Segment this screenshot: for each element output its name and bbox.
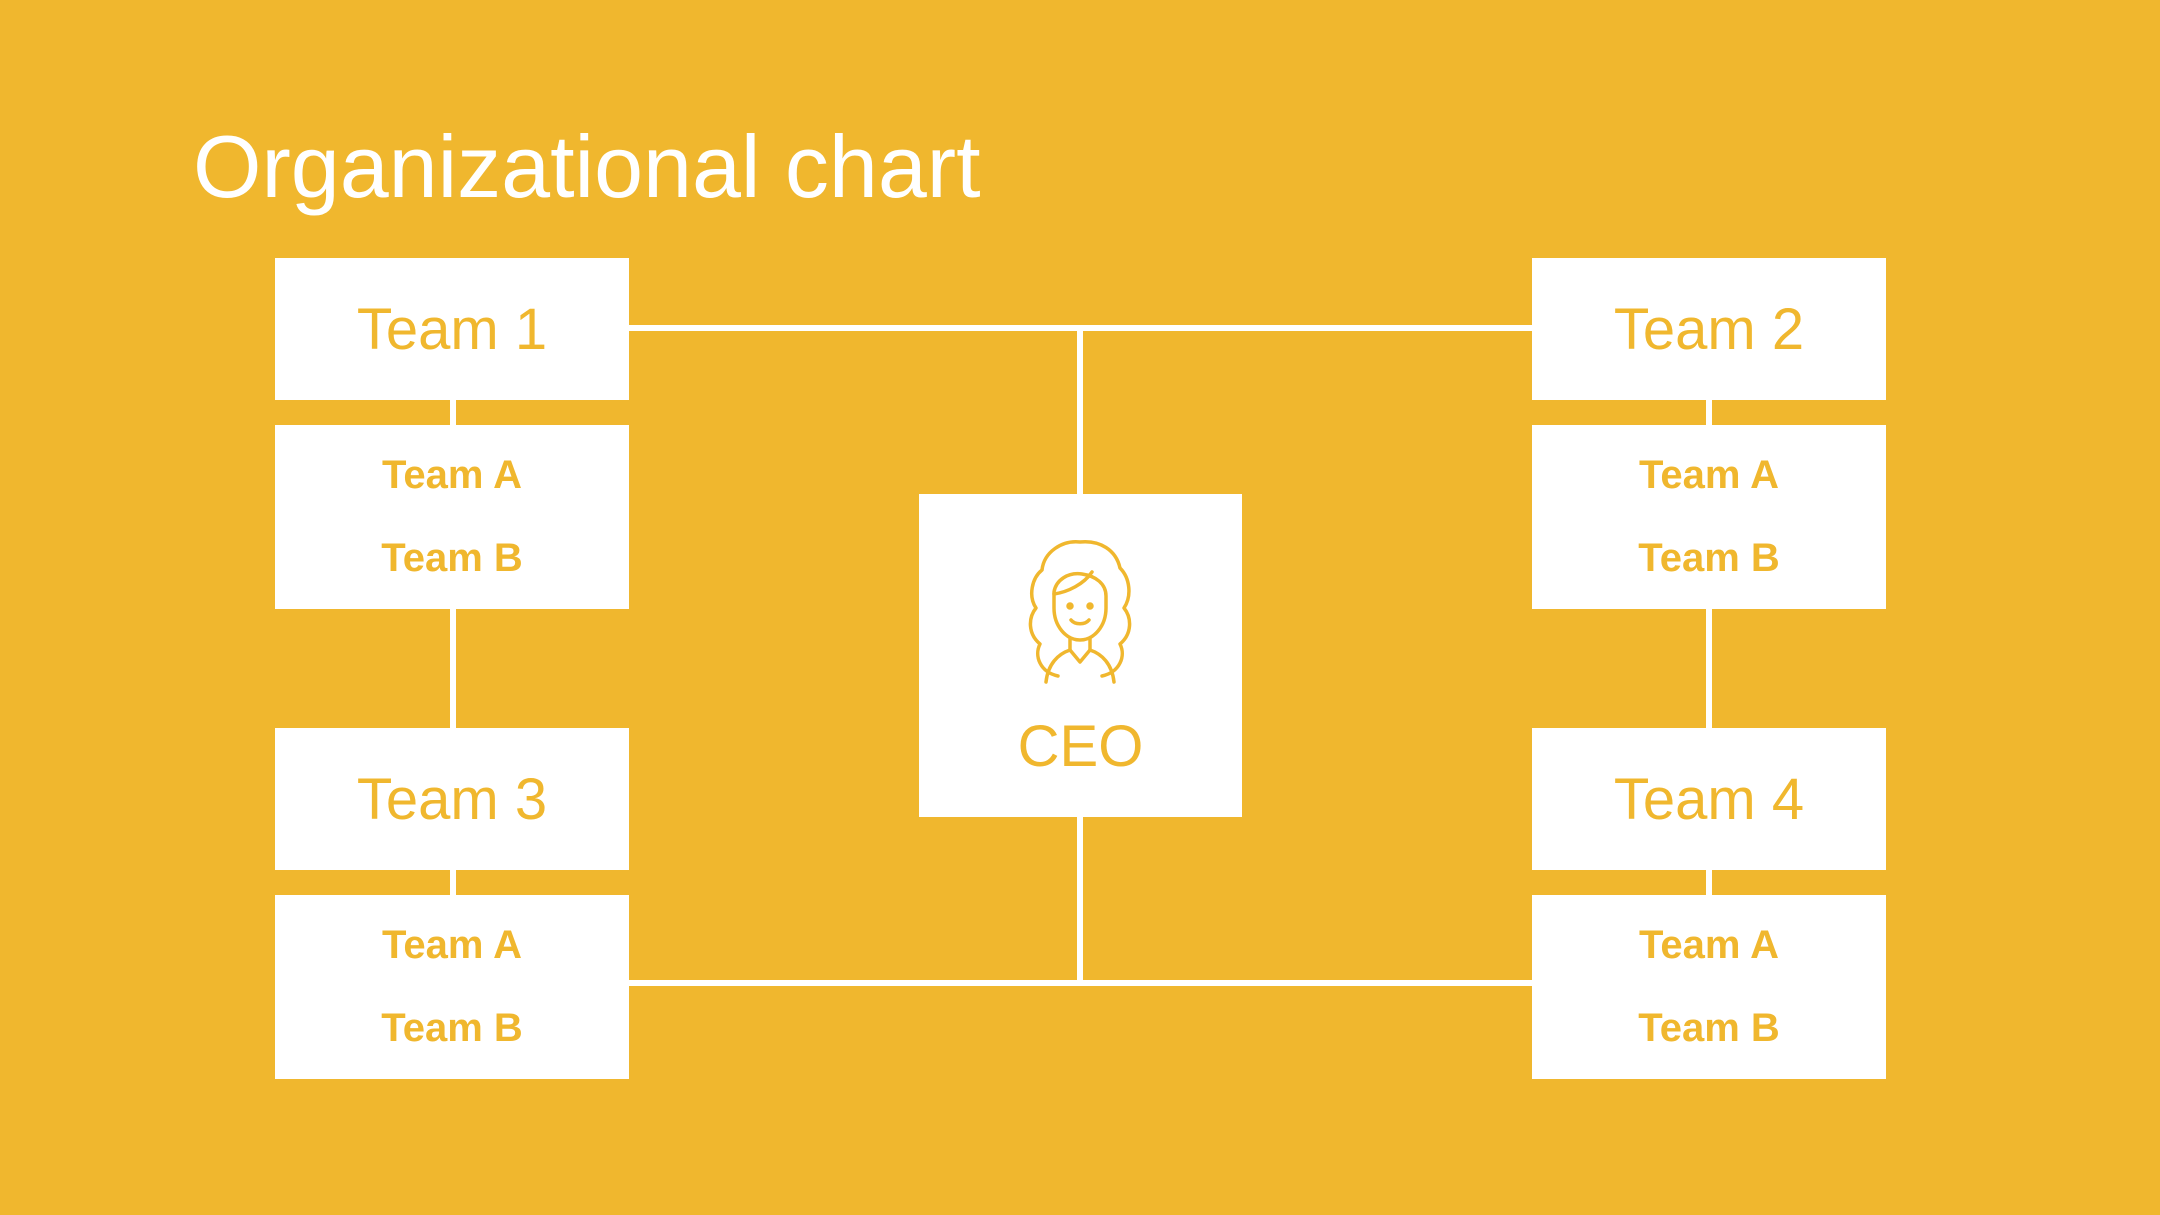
team-3-subteam-b-label: Team B [381, 1006, 523, 1050]
team-1-subteam-a-label: Team A [381, 453, 523, 497]
team-4-subteam-a-label: Team A [1638, 923, 1780, 967]
team-1-subteams-box: Team A Team B [275, 425, 629, 609]
team-1-box: Team 1 [275, 258, 629, 400]
team-2-subteams-box: Team A Team B [1532, 425, 1886, 609]
team-2-box: Team 2 [1532, 258, 1886, 400]
ceo-label: CEO [1017, 714, 1144, 779]
team-1-subteam-b-label: Team B [381, 536, 523, 580]
team-2-subteam-a-label: Team A [1638, 453, 1780, 497]
team-2-subteam-b-label: Team B [1638, 536, 1780, 580]
team-1-label: Team 1 [356, 296, 548, 362]
team-4-subteam-b-label: Team B [1638, 1006, 1780, 1050]
team-4-label: Team 4 [1613, 766, 1805, 832]
team-2-label: Team 2 [1613, 296, 1805, 362]
team-4-subteams-box: Team A Team B [1532, 895, 1886, 1079]
team-3-label: Team 3 [356, 766, 548, 832]
team-4-box: Team 4 [1532, 728, 1886, 870]
team-3-subteams-box: Team A Team B [275, 895, 629, 1079]
slide-title: Organizational chart [193, 117, 981, 216]
team-3-subteam-a-label: Team A [381, 923, 523, 967]
woman-avatar-icon [1028, 540, 1132, 684]
team-3-box: Team 3 [275, 728, 629, 870]
ceo-box: CEO [919, 494, 1242, 817]
